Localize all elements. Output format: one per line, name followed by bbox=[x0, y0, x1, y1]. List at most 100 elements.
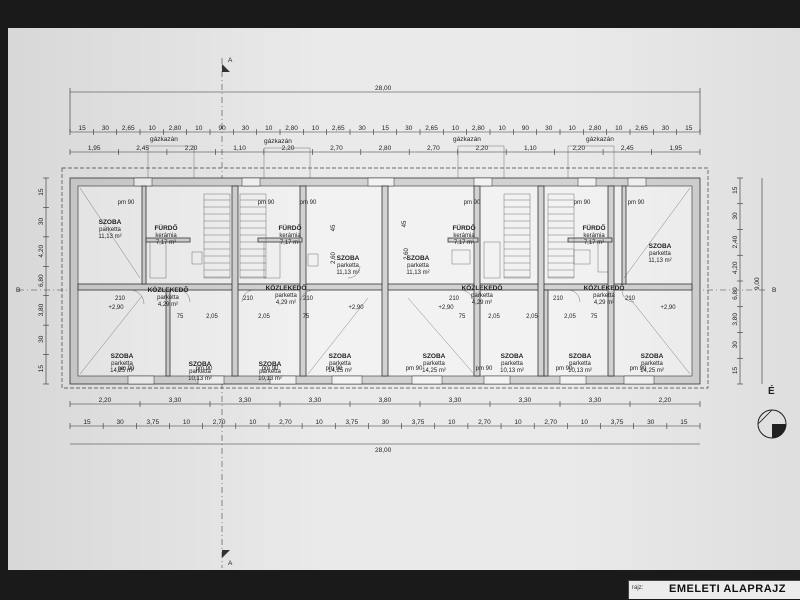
door-height: 210 bbox=[449, 296, 460, 302]
room-material: parketta bbox=[471, 293, 493, 299]
sill-height: pm 90 bbox=[326, 366, 343, 372]
dimension-label: 2,70 bbox=[330, 145, 343, 152]
dimension-label: 2,60 bbox=[331, 252, 337, 264]
room-area: 11,13 m² bbox=[98, 234, 121, 240]
stairs bbox=[203, 193, 575, 279]
room-material: parketta bbox=[157, 295, 179, 301]
room-material: parketta bbox=[641, 361, 663, 367]
room-area: 7,17 m² bbox=[454, 240, 474, 246]
room-material: kerámia bbox=[583, 233, 605, 239]
dimension-label: 15 bbox=[685, 125, 693, 132]
dimension-label: 3,30 bbox=[239, 397, 252, 404]
level-mark: +2,90 bbox=[108, 305, 124, 311]
room-name: SZOBA bbox=[423, 353, 446, 360]
dimension-label: 9,00 bbox=[754, 277, 761, 290]
section-b-right: B bbox=[772, 287, 776, 294]
dimension-label: 2,05 bbox=[564, 314, 576, 320]
room-area: 10,13 m² bbox=[500, 368, 524, 374]
dimension-label: 3,75 bbox=[345, 419, 358, 426]
dimension-label: 45 bbox=[331, 224, 337, 231]
dimension-label: 15 bbox=[83, 419, 91, 426]
gas-label-3: gázkazán bbox=[453, 136, 481, 143]
room-area: 14,25 m² bbox=[422, 368, 446, 374]
sill-height: pm 90 bbox=[406, 366, 423, 372]
dimension-label: 45 bbox=[402, 220, 408, 227]
room-name: SZOBA bbox=[189, 361, 212, 368]
room-area: 14,25 m² bbox=[328, 368, 352, 374]
dimension-label: 2,05 bbox=[258, 314, 270, 320]
dimension-label: 10 bbox=[183, 419, 191, 426]
dimension-label: 30 bbox=[38, 218, 45, 226]
sill-height: pm 90 bbox=[556, 366, 573, 372]
gas-label-1: gázkazán bbox=[150, 136, 178, 143]
total-length-top: 28,00 bbox=[375, 85, 392, 92]
dimension-label: 2,65 bbox=[425, 125, 438, 132]
room-material: parketta bbox=[501, 361, 523, 367]
dimension-label: 10 bbox=[498, 125, 506, 132]
dimension-label: 10 bbox=[315, 419, 323, 426]
room-area: 7,17 m² bbox=[280, 240, 300, 246]
room-area: 4,29 m² bbox=[276, 300, 296, 306]
sill-height: pm 90 bbox=[196, 366, 213, 372]
dimension-label: 2,80 bbox=[169, 125, 182, 132]
dimension-label: 10 bbox=[249, 419, 257, 426]
sill-height: pm 90 bbox=[574, 200, 591, 206]
room-name: KÖZLEKEDŐ bbox=[462, 283, 503, 292]
room-name: SZOBA bbox=[641, 353, 664, 360]
dimension-label: 15 bbox=[732, 186, 739, 194]
dimension-label: 2,70 bbox=[544, 419, 557, 426]
dimension-label: 3,30 bbox=[169, 397, 182, 404]
dimension-label: 2,20 bbox=[99, 397, 112, 404]
dimension-label: 3,75 bbox=[412, 419, 425, 426]
dimension-label: 1,95 bbox=[88, 145, 101, 152]
dimension-label: 15 bbox=[38, 365, 45, 373]
dimension-label: 6,80 bbox=[732, 287, 739, 300]
dimension-label: 2,70 bbox=[279, 419, 292, 426]
dimension-label: 90 bbox=[522, 125, 530, 132]
room-name: KÖZLEKEDŐ bbox=[266, 283, 307, 292]
dimension-label: 10 bbox=[615, 125, 623, 132]
door-height: 210 bbox=[625, 296, 636, 302]
dimension-label: 2,20 bbox=[185, 145, 198, 152]
dimension-label: 10 bbox=[568, 125, 576, 132]
door-height: 210 bbox=[303, 296, 314, 302]
dimension-label: 10 bbox=[448, 419, 456, 426]
dimension-label: 2,65 bbox=[635, 125, 648, 132]
room-material: parketta bbox=[189, 369, 211, 375]
dimension-label: 10 bbox=[312, 125, 320, 132]
dimension-label: 2,70 bbox=[478, 419, 491, 426]
dimension-label: 2,20 bbox=[282, 145, 295, 152]
dimension-label: 3,30 bbox=[519, 397, 532, 404]
room-name: SZOBA bbox=[99, 219, 122, 226]
room-material: parketta bbox=[99, 227, 121, 233]
dimension-label: 2,65 bbox=[332, 125, 345, 132]
room-material: parketta bbox=[569, 361, 591, 367]
room-area: 10,13 m² bbox=[188, 376, 212, 382]
dimension-label: 2,70 bbox=[427, 145, 440, 152]
dimension-label: 2,20 bbox=[659, 397, 672, 404]
dimension-label: 2,40 bbox=[732, 235, 739, 248]
internal-walls bbox=[77, 185, 693, 377]
dimension-label: 2,05 bbox=[526, 314, 538, 320]
title-block: rajz: EMELETI ALAPRAJZ bbox=[628, 580, 800, 599]
eave-outline bbox=[61, 167, 709, 389]
title-prefix: rajz: bbox=[632, 585, 644, 591]
dimension-label: 75 bbox=[459, 314, 466, 320]
room-name: KÖZLEKEDŐ bbox=[584, 283, 625, 292]
gas-label-4: gázkazán bbox=[586, 136, 614, 143]
sill-height: pm 90 bbox=[476, 366, 493, 372]
door-height: 210 bbox=[553, 296, 564, 302]
section-a-bottom: A bbox=[228, 560, 233, 567]
dimension-label: 30 bbox=[382, 419, 390, 426]
dimension-label: 10 bbox=[265, 125, 273, 132]
door-height: 210 bbox=[243, 296, 254, 302]
dimension-label: 2,80 bbox=[285, 125, 298, 132]
dimension-label: 30 bbox=[545, 125, 553, 132]
dimension-label: 15 bbox=[680, 419, 688, 426]
section-line-a: A A bbox=[221, 57, 233, 568]
room-name: FÜRDŐ bbox=[452, 223, 475, 232]
dimension-label: 30 bbox=[405, 125, 413, 132]
